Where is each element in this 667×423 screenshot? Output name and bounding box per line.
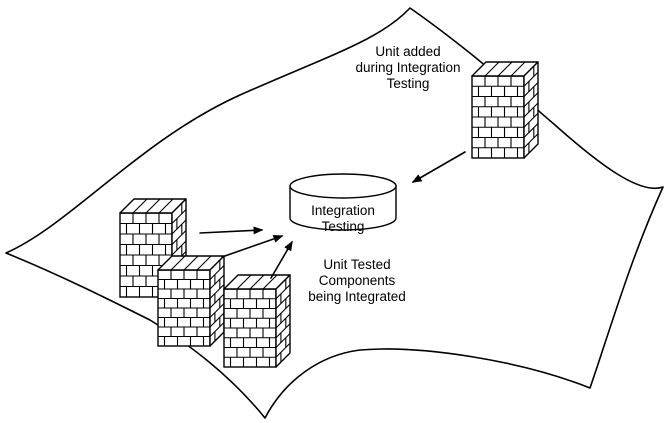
brick-wall-added-unit [471,61,539,159]
arrow-component-1-to-testing [199,226,264,235]
cylinder-label-line-1: Integration [311,203,375,218]
added-unit-label-line-3: Testing [387,76,430,91]
tested-components-label-line-3: being Integrated [308,289,406,304]
tested-components-label-line-1: Unit Tested [323,257,390,272]
added-unit-label-line-2: during Integration [355,60,460,75]
brick-wall-component-1 [119,198,187,298]
added-unit-label-line-1: Unit added [375,44,440,59]
arrow-added-unit-to-testing [411,151,466,183]
cylinder-label-line-2: Testing [322,219,365,234]
tested-components-label-line-2: Components [319,273,396,288]
integration-testing-cylinder: Integration Testing [289,173,397,234]
brick-wall-component-2 [157,255,225,347]
surface-sheet [5,7,664,419]
arrow-component-2-to-testing [221,235,284,258]
brick-wall-component-3 [223,274,291,368]
arrow-component-3-to-testing [270,240,293,279]
